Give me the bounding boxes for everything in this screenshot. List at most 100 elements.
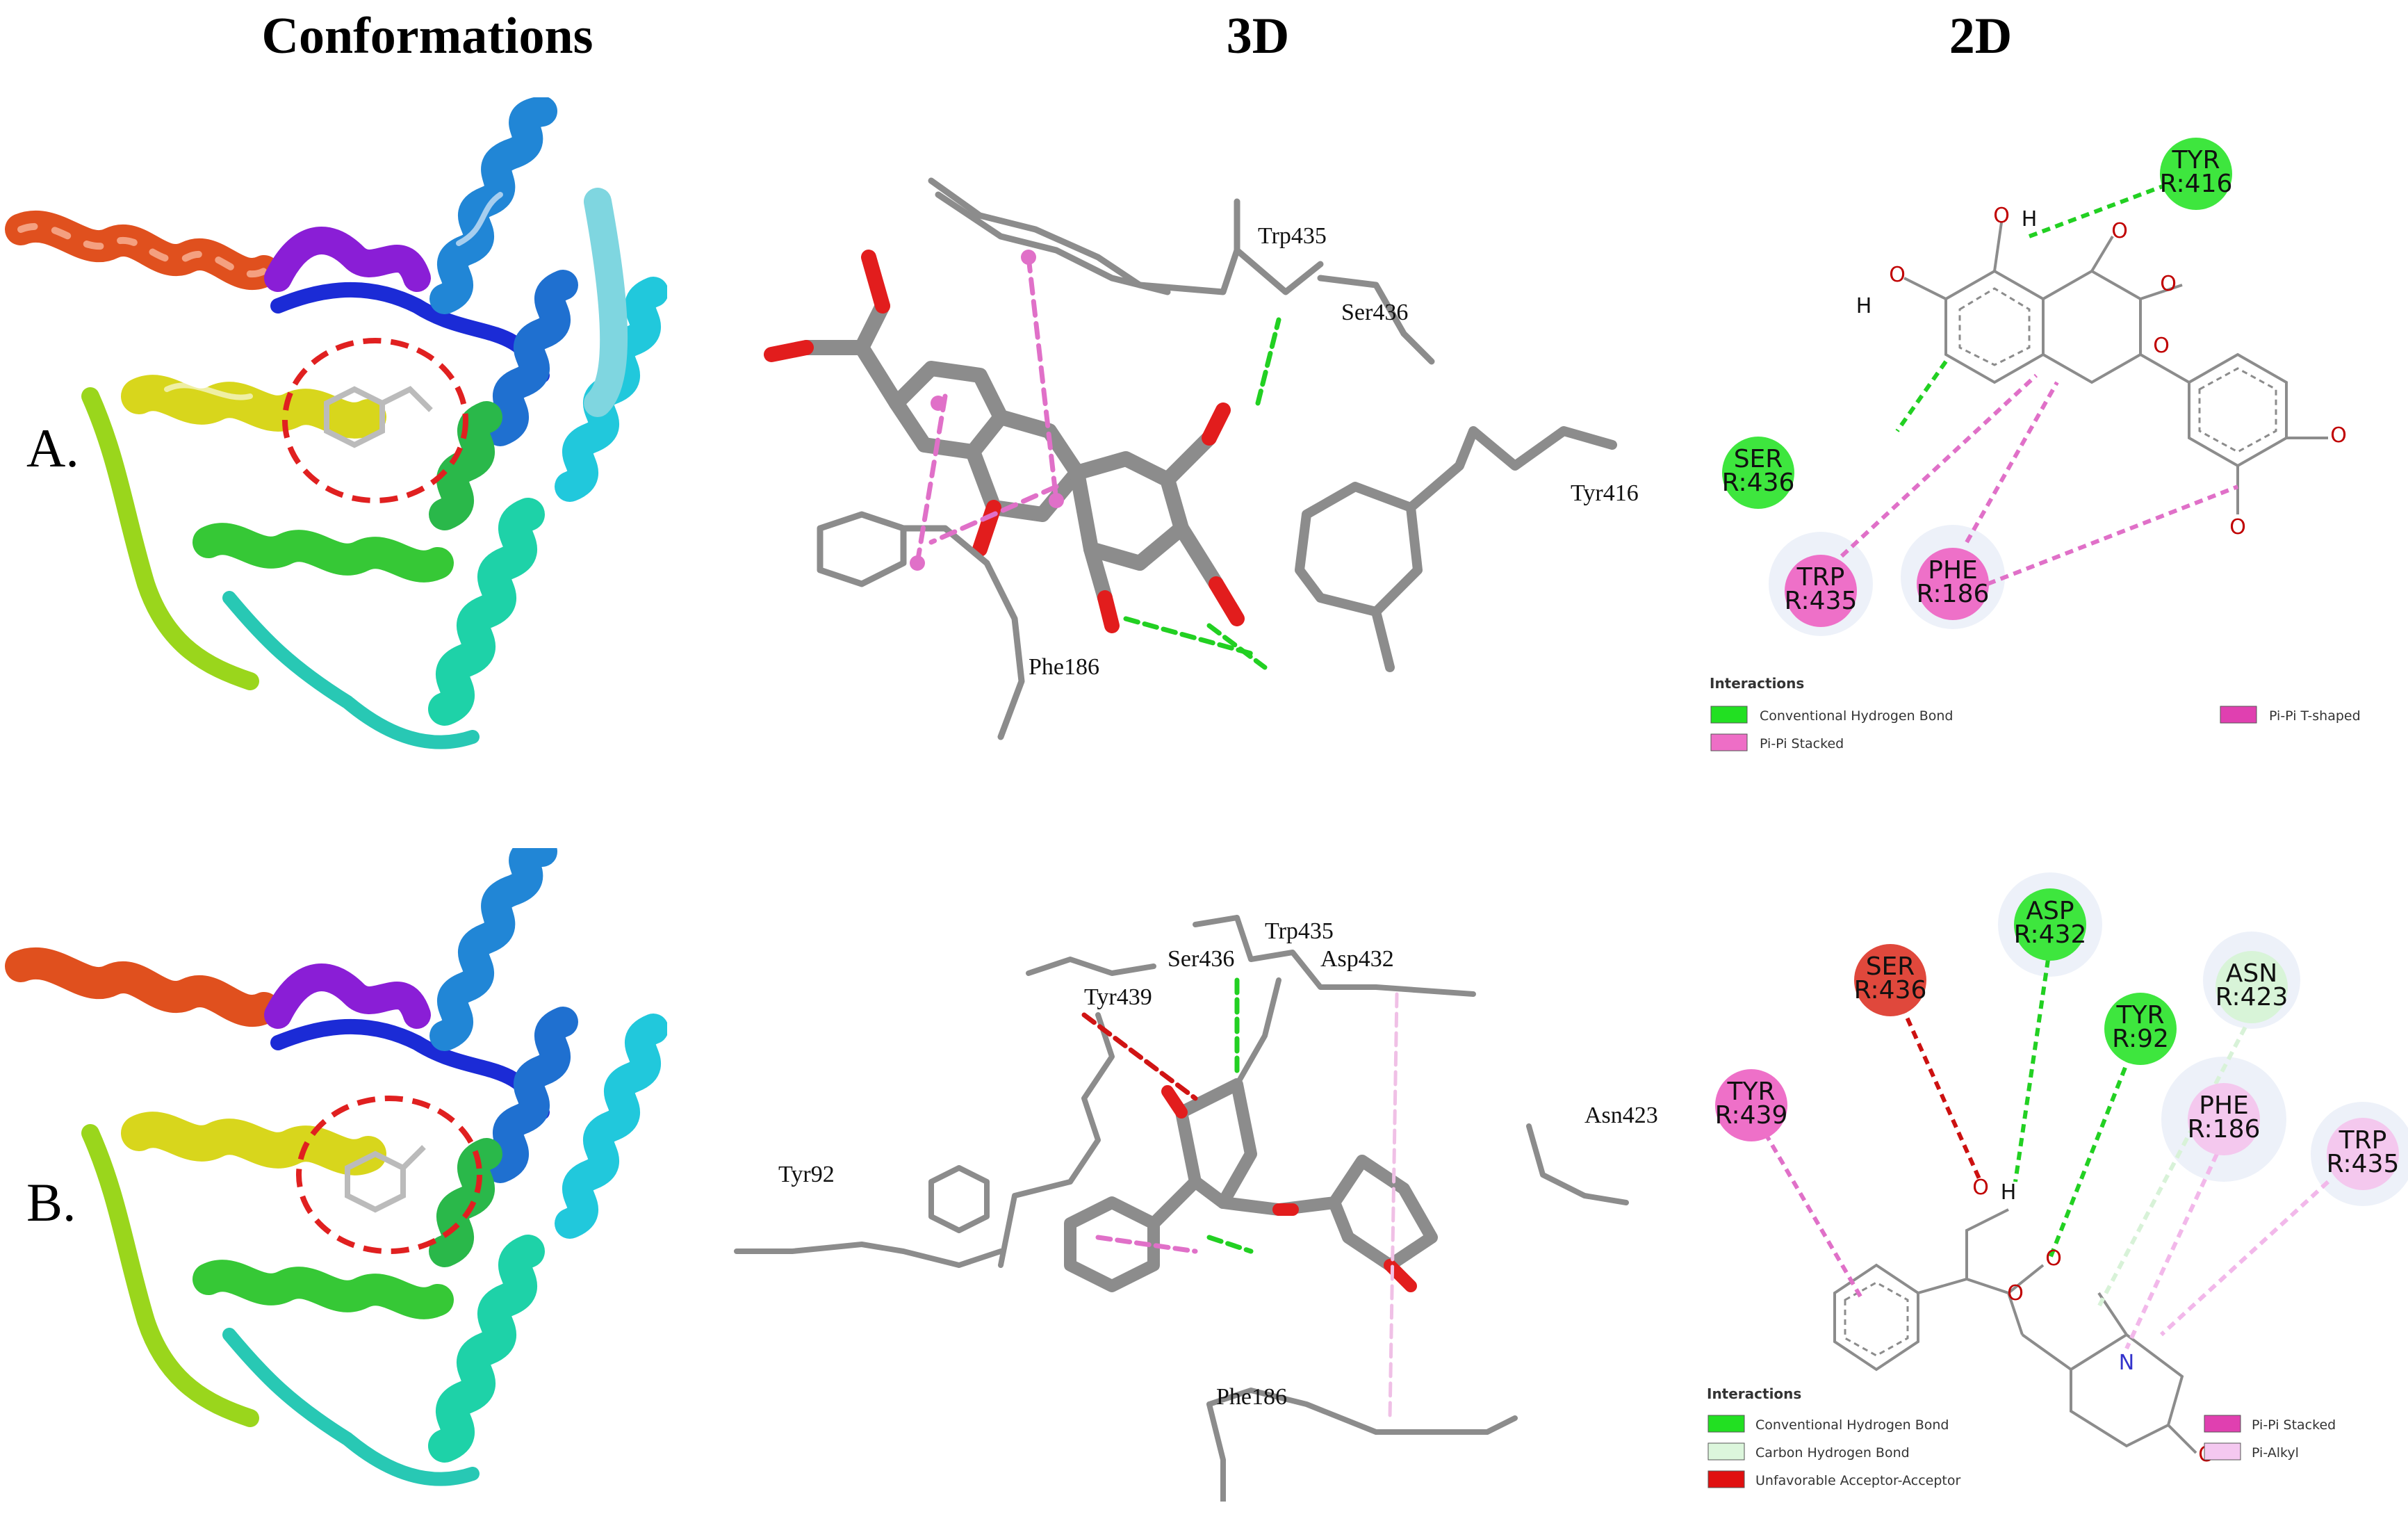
hbond-2d-asp432: [2013, 945, 2052, 1182]
protein-ribbon-b: [5, 848, 667, 1486]
ligand-2d-a: [1903, 222, 2328, 514]
helix-yellow: [121, 375, 386, 439]
residue-2d-tyr416-a: TYR R:416: [2160, 138, 2233, 210]
legend-a: Interactions Conventional Hydrogen Bond …: [1710, 675, 2361, 751]
atom-h-1: H: [2022, 207, 2038, 231]
residue-ser436: [1317, 275, 1435, 365]
svg-text:SER: SER: [1866, 952, 1915, 981]
atom-h-2: H: [1856, 294, 1872, 318]
svg-text:R:436: R:436: [1854, 976, 1927, 1004]
residue-2d-asn423-b: ASN R:423: [2215, 951, 2288, 1023]
hbond-2d-tyr92: [2048, 1027, 2143, 1260]
svg-text:R:186: R:186: [1917, 580, 1990, 608]
ligand-sticks-b: [1064, 1078, 1438, 1292]
pi-stack-1: [1026, 254, 1059, 503]
pitshaped-2d-phe186: [1986, 485, 2239, 586]
interaction-3d-b: Ser436 Trp435 Asp432 Tyr439 Asn423 Tyr92…: [734, 915, 1658, 1502]
row-label-a: A.: [26, 418, 79, 478]
svg-text:Pi-Alkyl: Pi-Alkyl: [2252, 1445, 2299, 1461]
svg-text:R:439: R:439: [1715, 1101, 1788, 1130]
legend-b: Interactions Conventional Hydrogen Bond …: [1707, 1385, 2336, 1488]
row-label-b: B.: [26, 1172, 76, 1233]
hbond-b-2: [1206, 1235, 1254, 1254]
svg-text:R:423: R:423: [2215, 983, 2288, 1011]
helix-purple: [264, 227, 431, 292]
interaction-2d-b: O H O O N O SER R:436 ASP R:432 TYR R:92…: [1707, 872, 2408, 1488]
atom-o-6: O: [2330, 423, 2347, 448]
helix-blue-2: [485, 270, 578, 446]
helix-green: [193, 523, 454, 583]
svg-text:Interactions: Interactions: [1707, 1385, 1801, 1402]
loop-teal: [222, 591, 480, 749]
svg-text:Carbon Hydrogen Bond: Carbon Hydrogen Bond: [1755, 1445, 1910, 1461]
loop-blue: [270, 282, 550, 383]
atom-b-o-1: O: [1972, 1176, 1989, 1200]
unfav-2d-ser436: [1888, 979, 1983, 1183]
svg-text:PHE: PHE: [2199, 1091, 2249, 1120]
residue-trp435: [928, 177, 1324, 295]
protein-ribbon-a: [5, 97, 667, 749]
residue-phe186-b: [1206, 1388, 1518, 1435]
residue-2d-phe186-b: PHE R:186: [2188, 1083, 2261, 1155]
pistack-2d-trp435: [1840, 373, 2038, 558]
atom-b-o-3: O: [2007, 1281, 2024, 1306]
svg-text:R:186: R:186: [2188, 1115, 2261, 1144]
ligand-2d-b: [1833, 1208, 2197, 1454]
label-3d-trp435: Trp435: [1258, 223, 1327, 249]
svg-text:ASN: ASN: [2226, 959, 2277, 988]
residue-ser436-b: [1026, 957, 1156, 976]
atom-o-1: O: [1993, 204, 2010, 228]
svg-text:Pi-Pi Stacked: Pi-Pi Stacked: [2252, 1417, 2336, 1433]
pialkyl-2d-trp435: [2159, 1180, 2330, 1337]
atom-o-3: O: [2111, 219, 2128, 243]
residue-2d-phe186-a: PHE R:186: [1917, 548, 1990, 620]
svg-text:R:436: R:436: [1722, 469, 1795, 497]
interaction-3d-a: Trp435 Ser436 Tyr416 Phe186: [764, 177, 1639, 740]
hbond-tyr416-2: [1206, 623, 1268, 670]
svg-text:TYR: TYR: [1727, 1077, 1776, 1106]
label-3d-phe186: Phe186: [1029, 654, 1099, 680]
residue-2d-tyr92-b: TYR R:92: [2104, 993, 2177, 1065]
helix-teal: [428, 498, 545, 726]
atom-b-o-2: O: [2045, 1246, 2062, 1271]
svg-text:R:92: R:92: [2112, 1025, 2169, 1053]
pistack-2d-phe186-1: [1965, 381, 2059, 544]
interaction-2d-a: O H O H O O O O O TYR R:416 SER R:436 TR…: [1710, 138, 2361, 751]
hbond-2d-tyr416: [2028, 172, 2197, 238]
pistack-2d-tyr439: [1763, 1132, 1865, 1301]
binding-site-circle: [282, 338, 468, 503]
helix-blue-1: [429, 97, 557, 314]
pi-stack-b: [1095, 1235, 1198, 1254]
svg-text:R:435: R:435: [2327, 1150, 2400, 1178]
pialkyl-2d-phe186: [2124, 1153, 2219, 1350]
ligand-sticks-a: [798, 298, 1224, 605]
svg-text:Interactions: Interactions: [1710, 675, 1804, 692]
residue-2d-tyr439-b: TYR R:439: [1715, 1069, 1788, 1141]
ligand-pocket-a: [324, 386, 433, 448]
residue-tyr439-b: [998, 1012, 1115, 1268]
residue-asp432-b: [1234, 977, 1281, 1087]
residue-2d-ser436-b: SER R:436: [1854, 944, 1927, 1016]
svg-text:R:435: R:435: [1785, 587, 1858, 615]
label-3d-b-asp432: Asp432: [1320, 946, 1394, 972]
residue-tyr92-b: [734, 1242, 1004, 1268]
svg-text:Pi-Pi T-shaped: Pi-Pi T-shaped: [2269, 708, 2361, 724]
svg-text:R:416: R:416: [2160, 170, 2233, 198]
residue-2d-trp435-a: TRP R:435: [1785, 555, 1858, 627]
residue-2d-asp432-b: ASP R:432: [2014, 888, 2086, 961]
atom-o-7: O: [2229, 515, 2246, 539]
residue-2d-ser436-a: SER R:436: [1722, 437, 1795, 509]
atom-o-4: O: [2160, 272, 2177, 296]
header-3d: 3D: [1226, 8, 1290, 65]
atom-b-h-1: H: [2001, 1180, 2017, 1205]
label-3d-b-tyr92: Tyr92: [778, 1162, 835, 1187]
residue-tyr416: [1295, 426, 1617, 672]
helix-green-2: [429, 401, 502, 530]
svg-text:SER: SER: [1734, 445, 1783, 473]
svg-text:TRP: TRP: [1796, 563, 1845, 592]
pi-stack-2: [915, 393, 948, 566]
hbond-2d-ser436: [1895, 360, 1948, 432]
label-3d-b-ser436: Ser436: [1168, 946, 1234, 972]
residue-phe186: [817, 511, 1025, 740]
hbond-tyr416-1: [1123, 616, 1254, 656]
